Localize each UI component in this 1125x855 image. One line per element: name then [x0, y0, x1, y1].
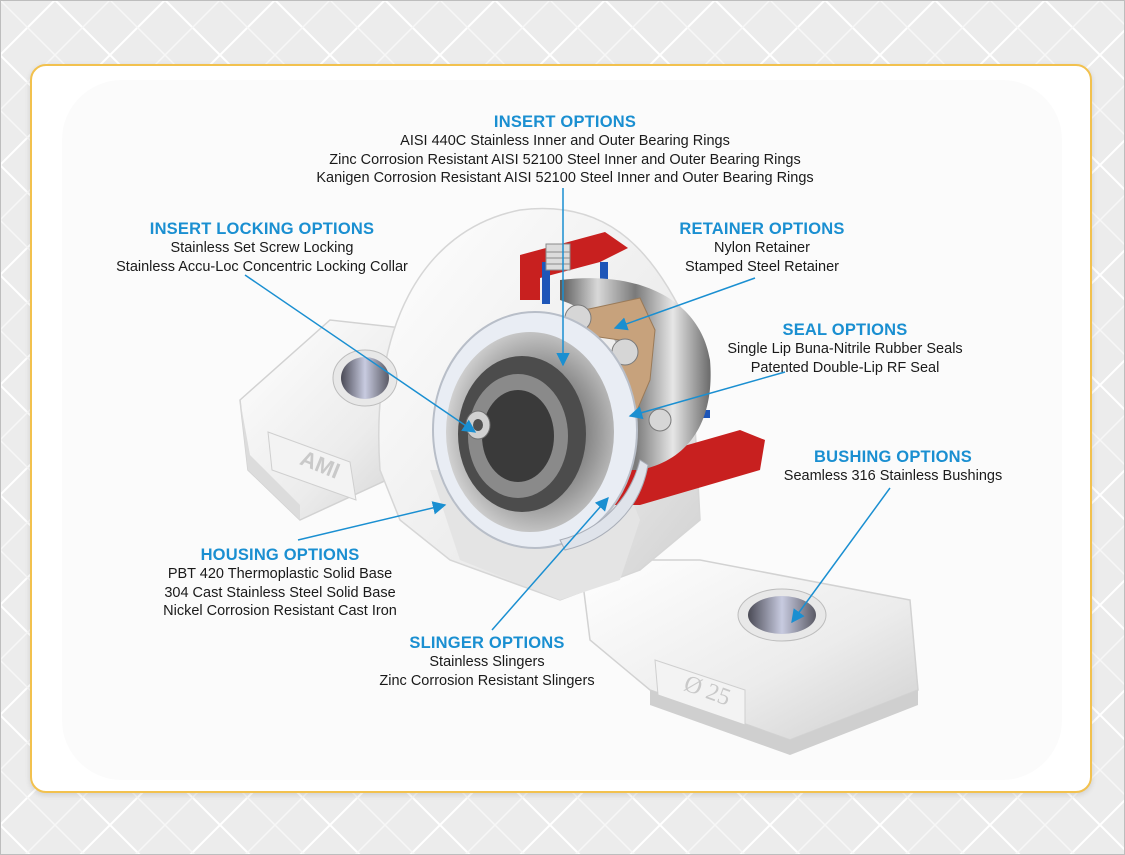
callout-line: Kanigen Corrosion Resistant AISI 52100 S…	[316, 170, 814, 186]
callout-bushing-options: BUSHING OPTIONS Seamless 316 Stainless B…	[763, 447, 1023, 486]
callout-title: RETAINER OPTIONS	[679, 220, 845, 238]
callout-title: INSERT OPTIONS	[493, 113, 637, 131]
callout-line: Stainless Slingers	[429, 654, 545, 670]
callout-line: Single Lip Buna-Nitrile Rubber Seals	[727, 341, 963, 357]
inner-ring	[432, 311, 638, 549]
callout-line: Stainless Set Screw Locking	[170, 240, 354, 256]
callout-title: INSERT LOCKING OPTIONS	[149, 220, 375, 238]
callout-line: PBT 420 Thermoplastic Solid Base	[167, 566, 393, 582]
leader-housing	[297, 501, 447, 541]
callout-line: Zinc Corrosion Resistant Slingers	[379, 672, 595, 689]
callout-line: Seamless 316 Stainless Bushings	[783, 468, 1003, 484]
leader-lines	[244, 188, 891, 631]
callout-line: Stamped Steel Retainer	[685, 258, 839, 275]
callout-line: Zinc Corrosion Resistant AISI 52100 Stee…	[329, 151, 801, 168]
callout-line: Patented Double-Lip RF Seal	[750, 359, 940, 376]
callout-line: Nickel Corrosion Resistant Cast Iron	[163, 603, 397, 619]
callout-line: Nylon Retainer	[714, 240, 810, 256]
housing-marking-plate	[267, 431, 357, 501]
bushing-right	[737, 588, 827, 642]
callout-insert-locking-options: INSERT LOCKING OPTIONS Stainless Set Scr…	[92, 219, 432, 276]
leader-bushing	[791, 487, 891, 624]
callout-line: Stainless Accu-Loc Concentric Locking Co…	[116, 258, 408, 275]
callout-insert-options: INSERT OPTIONS AISI 440C Stainless Inner…	[260, 112, 870, 188]
leader-insert-locking	[244, 274, 477, 433]
locking-screw	[465, 410, 491, 440]
callout-slinger-options: SLINGER OPTIONS Stainless Slingers Zinc …	[357, 633, 617, 690]
callout-line: 304 Cast Stainless Steel Solid Base	[164, 584, 396, 601]
callout-title: SLINGER OPTIONS	[409, 634, 565, 652]
leader-slinger	[491, 496, 609, 631]
bore-marking-plate	[654, 659, 746, 726]
callout-seal-options: SEAL OPTIONS Single Lip Buna-Nitrile Rub…	[705, 320, 985, 377]
slinger	[559, 459, 649, 551]
bushing-left	[332, 349, 398, 407]
callout-retainer-options: RETAINER OPTIONS Nylon Retainer Stamped …	[662, 219, 862, 276]
set-screw	[545, 243, 571, 271]
leader-seal	[628, 371, 786, 420]
callout-title: SEAL OPTIONS	[782, 321, 908, 339]
callout-title: BUSHING OPTIONS	[814, 448, 972, 466]
leader-retainer	[613, 277, 756, 331]
callout-title: HOUSING OPTIONS	[200, 546, 360, 564]
callout-housing-options: HOUSING OPTIONS PBT 420 Thermoplastic So…	[140, 545, 420, 621]
callout-line: AISI 440C Stainless Inner and Outer Bear…	[400, 133, 730, 149]
